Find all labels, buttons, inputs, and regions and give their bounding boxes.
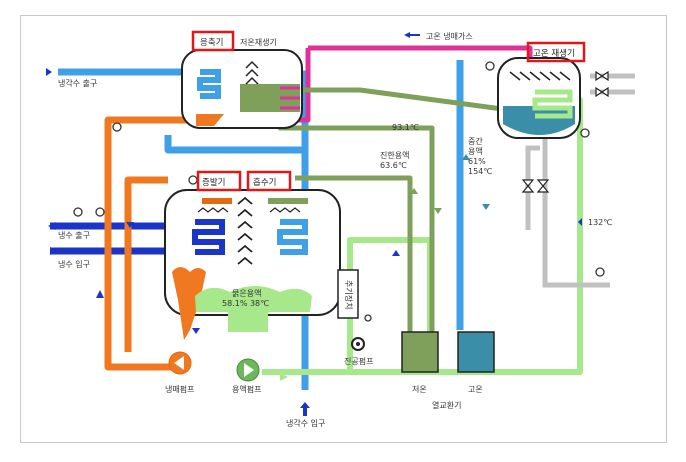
cooling-water-inlet-label: 냉각수 입구 [286, 418, 325, 428]
solution-pump-label: 용액펌프 [232, 384, 261, 394]
diagram-frame [20, 15, 667, 443]
valves [521, 70, 609, 193]
dilute-solution-label-1: 묽은용액 [232, 288, 261, 298]
evaporator-absorber-vessel [164, 189, 341, 340]
dilute-solution-label-2: 58.1% 38℃ [222, 299, 269, 308]
low-temp-hx-label: 저온 [412, 385, 427, 394]
condenser-label: 응축기 [200, 38, 223, 48]
low-temp-heat-exchanger [401, 331, 439, 373]
concentrated-solution-label: 진한용액 [380, 150, 409, 160]
intermediate-label-4: 154℃ [468, 167, 492, 176]
chilled-water-inlet-label: 냉수 입구 [58, 259, 90, 269]
highlight-boxes [191, 30, 586, 192]
high-temp-heat-exchanger [457, 331, 495, 373]
intermediate-label-1: 중간 [468, 136, 483, 146]
concentrated-solution-temp-label: 63.6℃ [380, 161, 407, 170]
refrigerant-pump-label: 냉매펌프 [165, 384, 194, 394]
high-temp-generator-label: 고온 재생기 [533, 48, 575, 59]
low-temp-generator-vessel [181, 49, 303, 129]
high-temp-hx-label: 고온 [468, 385, 483, 394]
intermediate-label-3: 61% [468, 157, 486, 166]
flow-arrows [46, 32, 582, 416]
vacuum-pump-label: 진공펌프 [344, 356, 373, 366]
evaporator-label: 증발기 [202, 177, 225, 188]
refrigerant-pump [168, 351, 192, 375]
purge-unit [337, 269, 365, 351]
high-temp-refrigerant-gas-label: 고온 냉매가스 [426, 31, 473, 41]
absorber-label: 흡수기 [253, 177, 276, 188]
high-temp-generator-vessel [497, 57, 581, 139]
temp-93-label: 93.1℃ [392, 123, 419, 132]
cooling-water-outlet-label: 냉각수 출구 [58, 78, 97, 88]
gauges [73, 61, 605, 322]
temp-132-label: 132℃ [588, 218, 612, 227]
purge-unit-label: 추기장치 [344, 280, 354, 309]
low-temp-generator-label: 저온재생기 [240, 37, 277, 47]
heat-exchanger-label: 열교환기 [432, 400, 461, 410]
intermediate-label-2: 용액 [468, 146, 483, 156]
solution-pump [236, 358, 260, 382]
chilled-water-outlet-label: 냉수 출구 [58, 230, 90, 240]
